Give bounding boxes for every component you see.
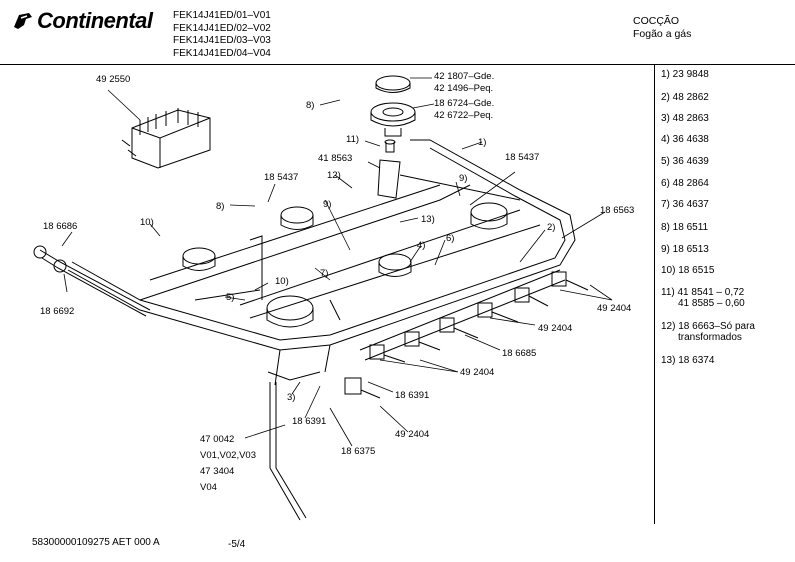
legend-item: 9) 18 6513 <box>661 244 709 255</box>
callout-number: 10) <box>140 217 154 228</box>
model-1: FEK14J41ED/01–V01 <box>173 10 271 21</box>
legend-item: 5) 36 4639 <box>661 156 709 167</box>
brand-name: Continental <box>37 8 153 33</box>
continental-horse-icon <box>14 13 32 29</box>
callout-number: 3) <box>287 392 296 403</box>
callout-number: 4) <box>417 240 426 251</box>
legend-item: 1) 23 9848 <box>661 69 709 80</box>
part-label: 49 2404 <box>460 367 495 378</box>
legend-item: 41 8585 – 0,60 <box>678 298 745 309</box>
callout-number: 12) <box>327 170 341 181</box>
legend-item: 4) 36 4638 <box>661 134 709 145</box>
part-label: 18 6391 <box>395 390 430 401</box>
callout-number: 9) <box>323 199 332 210</box>
part-label: 18 6685 <box>502 348 537 359</box>
legend-item: 7) 36 4637 <box>661 199 709 210</box>
part-label: 18 6563 <box>600 205 635 216</box>
section-heading: COCÇÃO Fogão a gás <box>633 15 691 40</box>
part-label: 49 2404 <box>597 303 632 314</box>
part-label: V01,V02,V03 <box>200 450 256 461</box>
part-label: 49 2404 <box>538 323 573 334</box>
model-3: FEK14J41ED/03–V03 <box>173 35 271 46</box>
legend-item: 13) 18 6374 <box>661 355 715 366</box>
legend-item: 12) 18 6663–Só para <box>661 321 755 332</box>
part-label: 42 1807–Gde. <box>434 71 495 82</box>
model-list: FEK14J41ED/01–V01 FEK14J41ED/02–V02 FEK1… <box>173 10 271 60</box>
burner-assembly <box>182 202 508 328</box>
leader-lines <box>61 77 613 447</box>
callout-number: 7) <box>320 268 329 279</box>
model-2: FEK14J41ED/02–V02 <box>173 22 271 34</box>
legend-item: 8) 18 6511 <box>661 222 709 233</box>
exploded-parts-drawing <box>33 75 613 521</box>
callout-number: 13) <box>421 214 435 225</box>
part-label: 18 5437 <box>505 152 540 163</box>
legend-item: 3) 48 2863 <box>661 113 709 124</box>
document-code: 58300000109275 AET 000 A <box>32 537 160 548</box>
burner-base-part <box>377 139 401 199</box>
part-label: 47 3404 <box>200 466 235 477</box>
page-number: -5/4 <box>228 539 246 550</box>
part-label: 49 2404 <box>395 429 430 440</box>
callout-number: 8) <box>216 201 225 212</box>
part-label: 18 5437 <box>264 172 299 183</box>
legend-item: 10) 18 6515 <box>661 265 715 276</box>
callout-number: 2) <box>547 222 556 233</box>
part-label: 47 0042 <box>200 434 235 445</box>
section-subtitle: Fogão a gás <box>633 27 692 40</box>
header-divider <box>0 64 795 65</box>
callout-number: 9) <box>459 173 468 184</box>
callout-number: 1) <box>478 137 487 148</box>
part-label: 18 6724–Gde. <box>434 98 495 109</box>
legend-item: 11) 41 8541 – 0,72 <box>661 287 745 298</box>
part-label: 18 6686 <box>43 221 78 232</box>
burner-frame <box>67 139 576 386</box>
section-title: COCÇÃO <box>633 15 680 27</box>
callout-number: 10) <box>275 276 289 287</box>
part-label: 18 6375 <box>341 446 376 457</box>
model-4: FEK14J41ED/04–V04 <box>173 47 271 59</box>
callout-number: 6) <box>446 233 455 244</box>
gas-tube <box>33 245 307 521</box>
part-label: 18 6692 <box>40 306 75 317</box>
gas-valves <box>344 269 589 399</box>
legend-divider <box>654 64 655 524</box>
callout-number: 11) <box>346 134 360 145</box>
part-label: 42 6722–Peq. <box>434 110 494 121</box>
legend-item: 6) 48 2864 <box>661 178 709 189</box>
callout-number: 5) <box>226 292 235 303</box>
part-label: 49 2550 <box>96 74 131 85</box>
legend-item: 2) 48 2862 <box>661 92 709 103</box>
legend-item: transformados <box>678 332 742 343</box>
part-label: V04 <box>200 482 217 493</box>
part-label: 41 8563 <box>318 153 353 164</box>
part-label: 18 6391 <box>292 416 327 427</box>
valve-block-part <box>121 108 211 169</box>
part-label: 42 1496–Peq. <box>434 83 494 94</box>
brand-logo: Continental <box>12 8 153 34</box>
callout-number: 8) <box>306 100 315 111</box>
burner-cap-part <box>370 75 416 137</box>
